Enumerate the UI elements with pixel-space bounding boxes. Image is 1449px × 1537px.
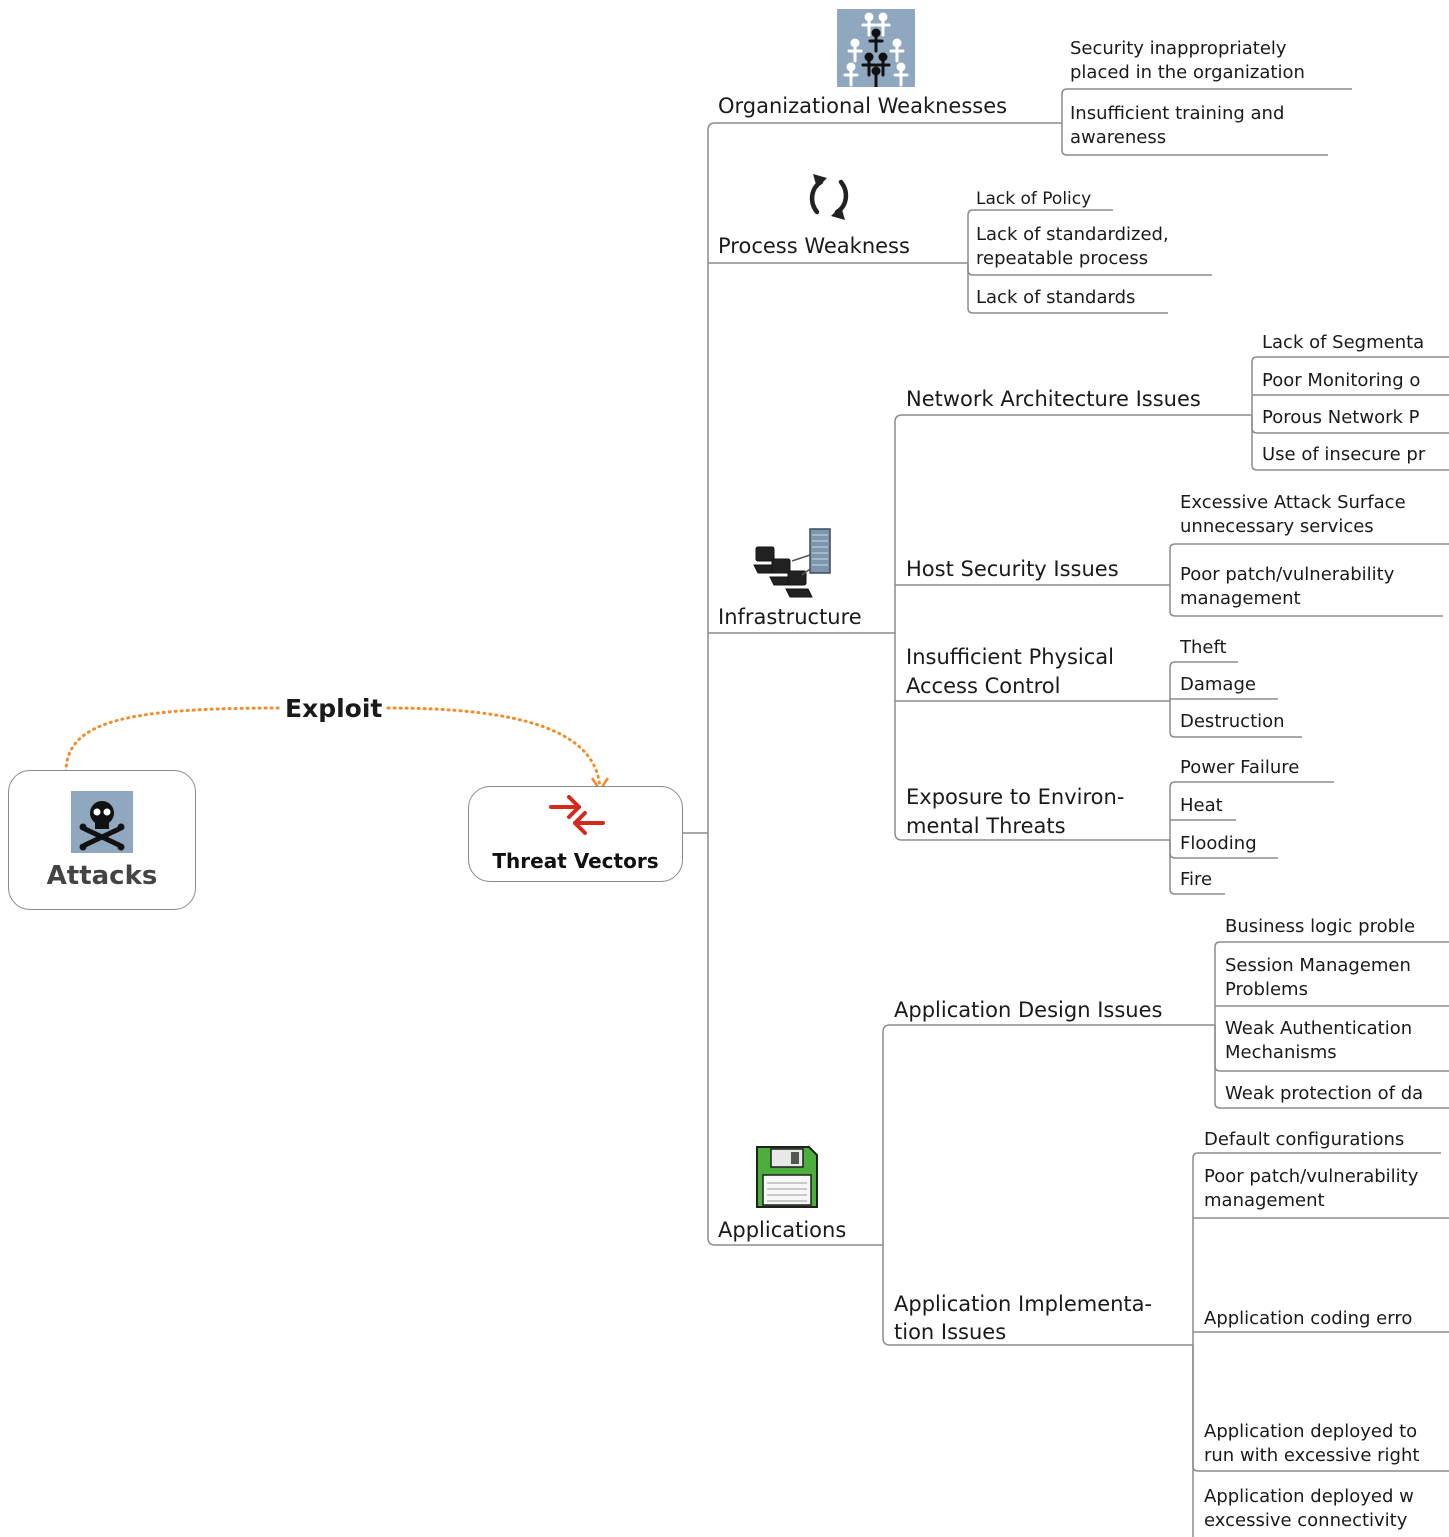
env-item-flooding[interactable]: Flooding: [1180, 833, 1257, 854]
network-item-3[interactable]: Porous Network P: [1262, 407, 1420, 428]
attacks-label: Attacks: [46, 861, 158, 891]
physical-item-theft[interactable]: Theft: [1180, 637, 1227, 658]
threat-vectors-label: Threat Vectors: [492, 849, 659, 873]
network-computers-icon: [752, 525, 838, 605]
infra-physical-access[interactable]: Insufficient Physical Access Control: [906, 645, 1115, 698]
people-hierarchy-icon: [837, 9, 915, 89]
network-item-4[interactable]: Use of insecure pr: [1262, 444, 1426, 465]
attacks-node[interactable]: Attacks: [8, 770, 196, 910]
cycle-arrows-icon: [803, 170, 855, 224]
env-item-heat[interactable]: Heat: [1180, 795, 1223, 816]
env-item-fire[interactable]: Fire: [1180, 869, 1213, 890]
impl-item-default-configurations[interactable]: Default configurations: [1204, 1129, 1405, 1150]
design-item-weak-authentication[interactable]: Weak Authentication Mechanisms: [1225, 1018, 1413, 1063]
floppy-disk-icon: [755, 1145, 819, 1209]
network-item-2[interactable]: Poor Monitoring o: [1262, 370, 1421, 391]
infra-environmental-threats[interactable]: Exposure to Environ- mental Threats: [906, 785, 1125, 838]
impl-item-coding-errors[interactable]: Application coding erro: [1204, 1308, 1413, 1329]
env-item-power-failure[interactable]: Power Failure: [1180, 757, 1300, 778]
apps-implementation-issues[interactable]: Application Implementa- tion Issues: [894, 1292, 1153, 1344]
branch-organizational-weaknesses[interactable]: Organizational Weaknesses: [718, 94, 1008, 118]
skull-crossbones-icon: [71, 791, 133, 853]
branch-applications[interactable]: Applications: [718, 1218, 847, 1242]
physical-item-damage[interactable]: Damage: [1180, 674, 1256, 695]
process-item-lack-standardized[interactable]: Lack of standardized, repeatable process: [976, 224, 1169, 269]
branch-infrastructure[interactable]: Infrastructure: [718, 605, 862, 629]
branch-process-weakness[interactable]: Process Weakness: [718, 234, 910, 258]
network-item-1[interactable]: Lack of Segmenta: [1262, 332, 1425, 353]
host-item-patch-management[interactable]: Poor patch/vulnerability management: [1180, 564, 1395, 609]
exploit-label: Exploit: [283, 694, 385, 724]
impl-item-excessive-rights[interactable]: Application deployed to run with excessi…: [1204, 1421, 1420, 1466]
infra-network-architecture[interactable]: Network Architecture Issues: [906, 387, 1201, 411]
physical-item-destruction[interactable]: Destruction: [1180, 711, 1285, 732]
apps-design-issues[interactable]: Application Design Issues: [894, 998, 1163, 1022]
impl-item-excessive-connectivity[interactable]: Application deployed w excessive connect…: [1204, 1486, 1414, 1531]
threat-vectors-node[interactable]: Threat Vectors: [468, 786, 683, 882]
org-item-security-placement[interactable]: Security inappropriately placed in the o…: [1070, 38, 1305, 83]
process-item-lack-standards[interactable]: Lack of standards: [976, 287, 1136, 308]
org-item-training[interactable]: Insufficient training and awareness: [1070, 103, 1285, 148]
infra-host-security[interactable]: Host Security Issues: [906, 557, 1119, 581]
design-item-session-management[interactable]: Session Managemen Problems: [1225, 955, 1411, 1000]
design-item-weak-protection[interactable]: Weak protection of da: [1225, 1083, 1424, 1104]
design-item-business-logic[interactable]: Business logic proble: [1225, 916, 1416, 937]
inward-arrows-icon: [549, 793, 605, 841]
impl-item-patch-management[interactable]: Poor patch/vulnerability management: [1204, 1166, 1419, 1211]
host-item-attack-surface[interactable]: Excessive Attack Surface unnecessary ser…: [1180, 492, 1406, 537]
process-item-lack-policy[interactable]: Lack of Policy: [976, 189, 1092, 209]
